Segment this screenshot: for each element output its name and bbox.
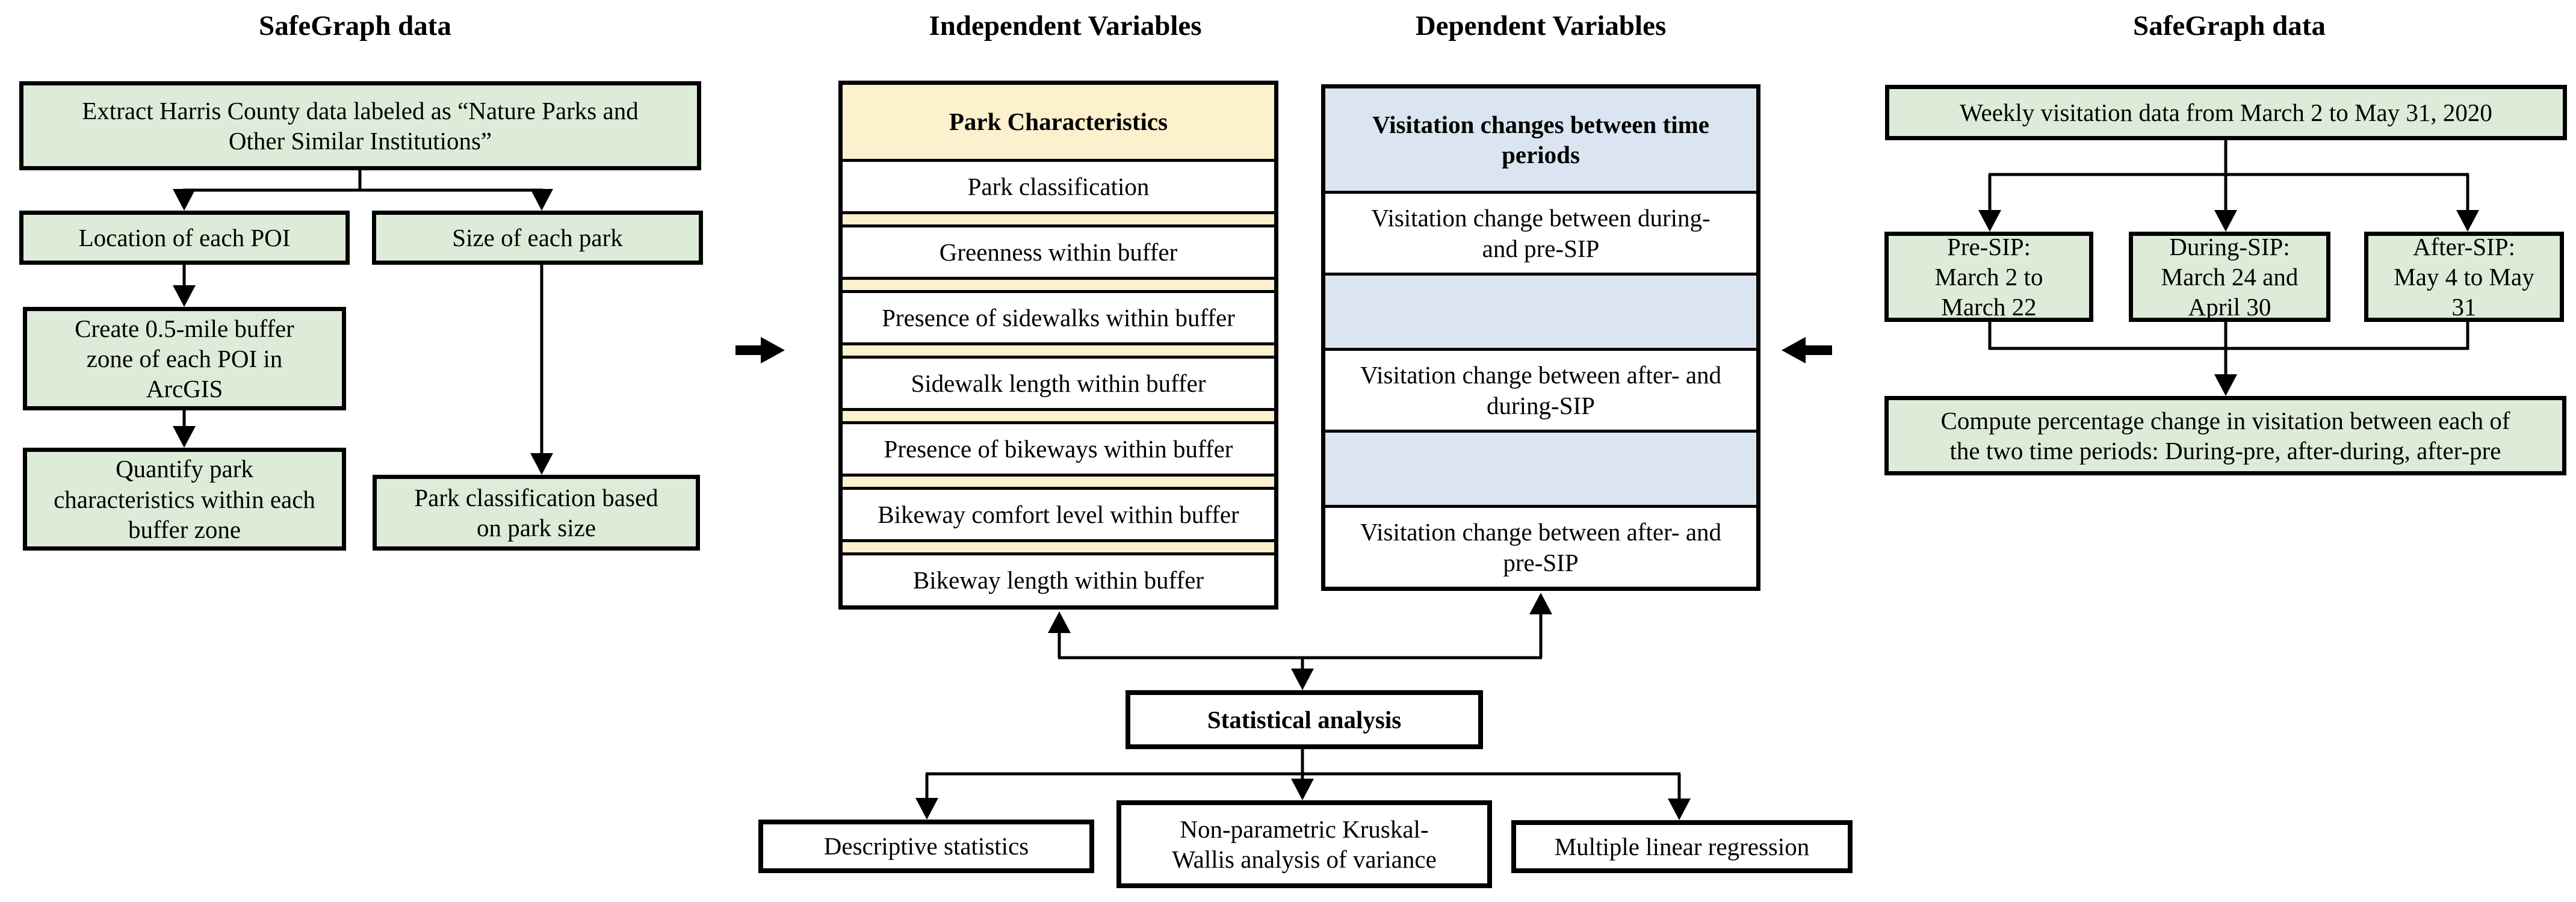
weekly-visitation-data-box: Weekly visitation data from March 2 to M… bbox=[1885, 85, 2567, 140]
left-to-independent-arrow bbox=[735, 337, 785, 363]
independent-variables-title: Independent Variables bbox=[929, 10, 1202, 42]
spacer-row bbox=[843, 477, 1274, 487]
quantify-park-characteristics-box: Quantify park characteristics within eac… bbox=[23, 448, 346, 551]
spacer-row bbox=[843, 214, 1274, 224]
independent-variables-table: Park Characteristics Park classification… bbox=[838, 81, 1278, 610]
dependent-variables-title: Dependent Variables bbox=[1415, 10, 1667, 42]
table-row: Park classification bbox=[843, 162, 1274, 211]
extract-harris-county-box: Extract Harris County data labeled as “N… bbox=[19, 81, 701, 170]
right-to-dependent-arrow bbox=[1782, 337, 1832, 363]
spacer-row bbox=[1325, 433, 1756, 505]
descriptive-statistics-box: Descriptive statistics bbox=[758, 820, 1094, 873]
tables-to-statistics-connectors bbox=[1048, 593, 1552, 690]
spacer-row bbox=[843, 280, 1274, 290]
left-column-connectors bbox=[173, 170, 553, 475]
table-row: Bikeway length within buffer bbox=[843, 555, 1274, 605]
visitation-changes-header: Visitation changes between time periods bbox=[1325, 88, 1756, 191]
right-safegraph-title: SafeGraph data bbox=[2133, 10, 2326, 42]
table-row: Bikeway comfort level within buffer bbox=[843, 490, 1274, 539]
table-row: Visitation change between after- and dur… bbox=[1325, 351, 1756, 430]
after-sip-box: After-SIP: May 4 to May 31 bbox=[2364, 232, 2564, 322]
left-safegraph-title: SafeGraph data bbox=[259, 10, 451, 42]
table-row: Presence of sidewalks within buffer bbox=[843, 293, 1274, 342]
spacer-row bbox=[1325, 276, 1756, 348]
table-row: Visitation change between during- and pr… bbox=[1325, 194, 1756, 273]
park-characteristics-header: Park Characteristics bbox=[843, 85, 1274, 159]
statistical-analysis-box: Statistical analysis bbox=[1125, 690, 1483, 749]
dependent-variables-table: Visitation changes between time periods … bbox=[1321, 84, 1760, 591]
table-row: Greenness within buffer bbox=[843, 227, 1274, 277]
location-of-poi-box: Location of each POI bbox=[19, 211, 350, 265]
table-row: Sidewalk length within buffer bbox=[843, 359, 1274, 408]
multiple-linear-regression-box: Multiple linear regression bbox=[1511, 820, 1853, 873]
statistics-to-methods-connectors bbox=[915, 749, 1691, 820]
right-column-connectors bbox=[1978, 140, 2479, 396]
pre-sip-box: Pre-SIP: March 2 to March 22 bbox=[1884, 232, 2093, 322]
kruskal-wallis-box: Non-parametric Kruskal- Wallis analysis … bbox=[1116, 800, 1492, 888]
park-classification-size-box: Park classification based on park size bbox=[373, 475, 700, 551]
compute-percentage-change-box: Compute percentage change in visitation … bbox=[1884, 396, 2566, 475]
during-sip-box: During-SIP: March 24 and April 30 bbox=[2129, 232, 2330, 322]
create-buffer-zone-box: Create 0.5-mile buffer zone of each POI … bbox=[23, 307, 346, 410]
table-row: Visitation change between after- and pre… bbox=[1325, 508, 1756, 587]
spacer-row bbox=[843, 411, 1274, 421]
spacer-row bbox=[843, 542, 1274, 552]
size-of-park-box: Size of each park bbox=[372, 211, 703, 265]
table-row: Presence of bikeways within buffer bbox=[843, 424, 1274, 474]
spacer-row bbox=[843, 345, 1274, 356]
